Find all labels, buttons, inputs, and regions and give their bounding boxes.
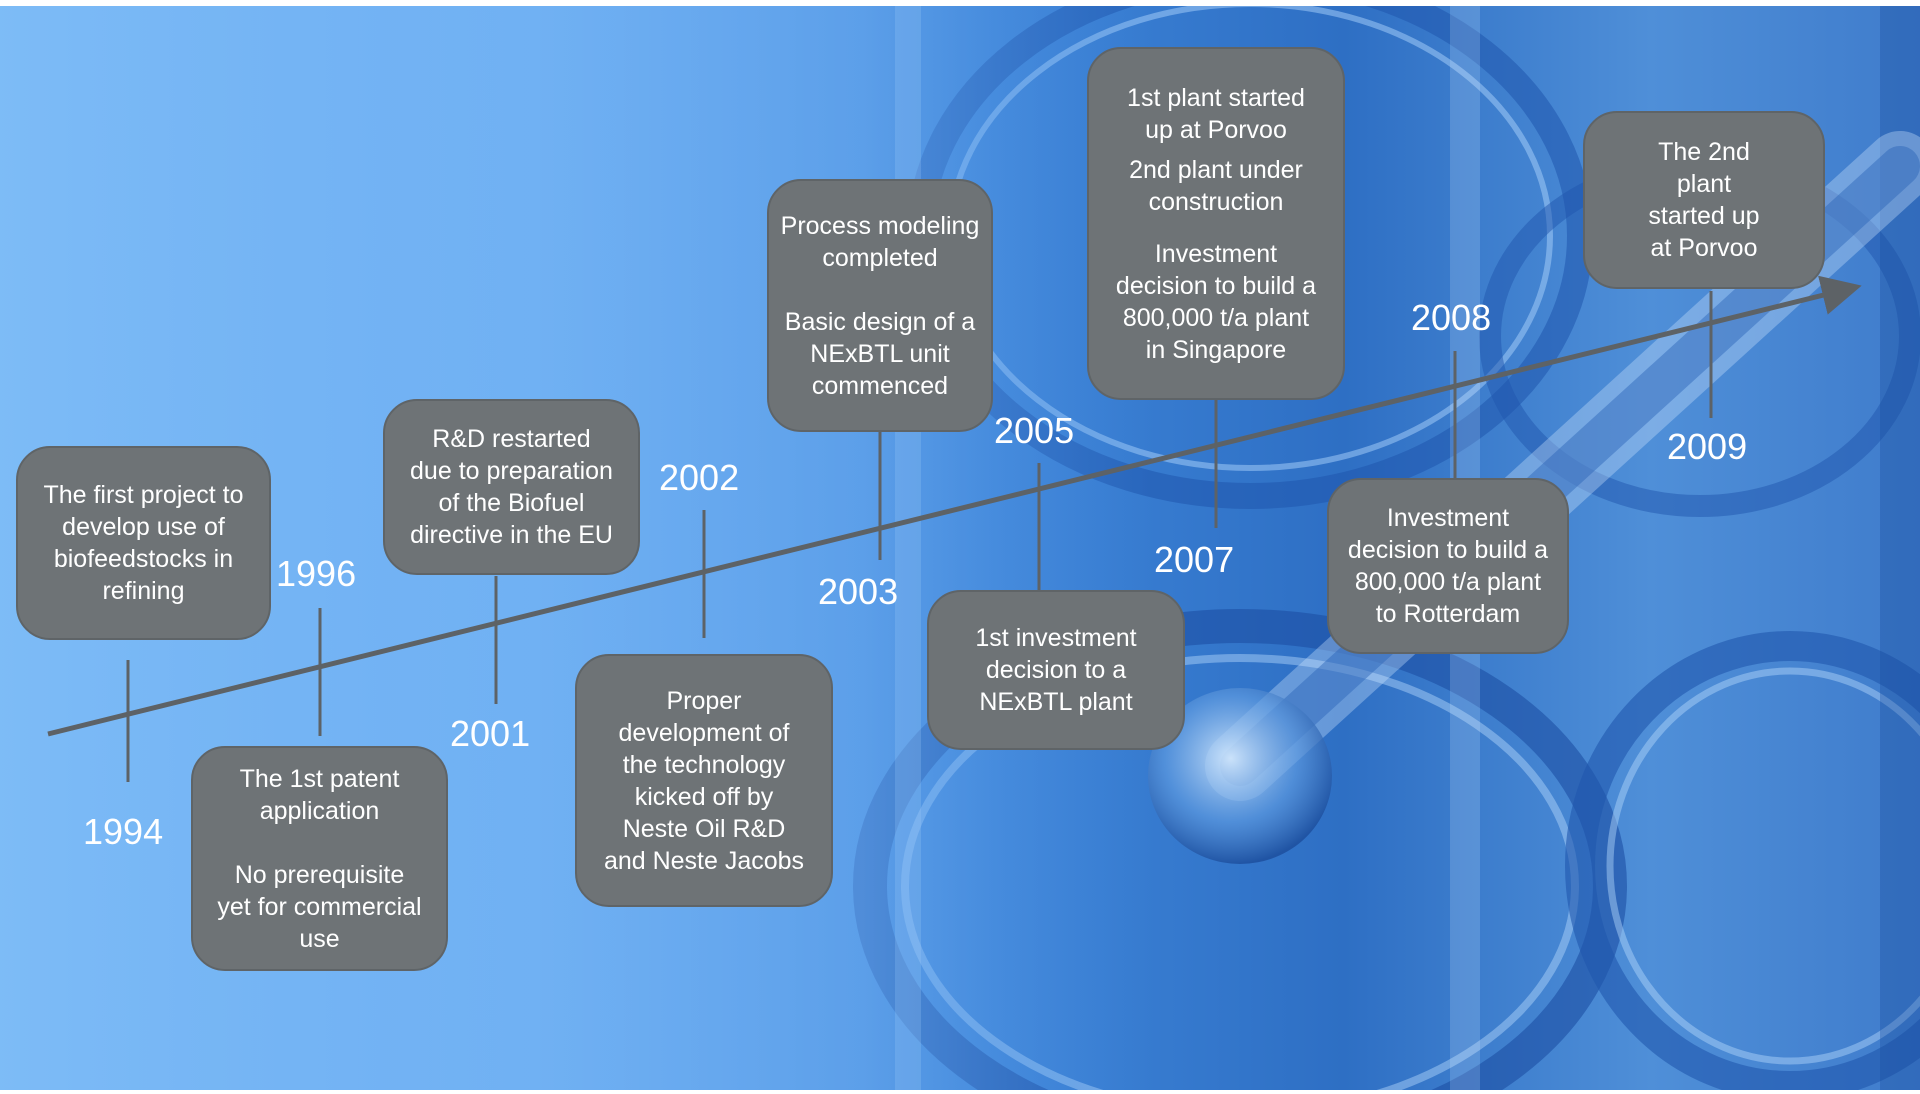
event-text: The 1st patent application — [239, 764, 400, 825]
timeline-arrow — [47, 275, 1862, 737]
event-text: R&D restarted due to preparation of the … — [410, 425, 613, 549]
event-box-2009: The 2nd plant started up at Porvoo — [1583, 111, 1825, 289]
event-box-1996: The 1st patent application No prerequisi… — [191, 746, 448, 971]
event-box-2001: R&D restarted due to preparation of the … — [383, 399, 640, 575]
event-text: 1st plant started up at Porvoo — [1127, 83, 1305, 144]
event-box-1994: The first project to develop use of biof… — [16, 446, 271, 640]
event-text: Basic design of a NExBTL unit commenced — [784, 307, 976, 400]
event-box-2008: Investment decision to build a 800,000 t… — [1327, 478, 1569, 654]
event-text: Process modeling completed — [780, 211, 980, 272]
year-label-2002: 2002 — [659, 457, 740, 498]
event-text: The first project to develop use of biof… — [43, 481, 244, 605]
event-box-2007: 1st plant started up at Porvoo 2nd plant… — [1087, 47, 1345, 400]
event-text: Investment decision to build a 800,000 t… — [1347, 504, 1549, 628]
year-label-2007: 2007 — [1154, 539, 1235, 580]
year-label-2009: 2009 — [1667, 426, 1748, 467]
event-text: The 2nd plant started up at Porvoo — [1648, 138, 1760, 262]
year-label-2005: 2005 — [994, 410, 1075, 451]
event-box-2002: Proper development of the technology kic… — [575, 654, 833, 907]
year-label-1994: 1994 — [83, 811, 164, 852]
event-box-2005: 1st investment decision to a NExBTL plan… — [927, 590, 1185, 750]
timeline-graphic — [47, 275, 1862, 782]
event-text: 1st investment decision to a NExBTL plan… — [975, 624, 1137, 716]
event-text: 2nd plant under construction — [1129, 155, 1303, 216]
event-text: Proper development of the technology kic… — [603, 686, 805, 875]
event-box-2003: Process modeling completed Basic design … — [767, 179, 993, 432]
year-label-2003: 2003 — [818, 571, 899, 612]
year-label-2008: 2008 — [1411, 297, 1492, 338]
timeline-slide: The first project to develop use of biof… — [0, 6, 1920, 1090]
event-text: Investment decision to build a 800,000 t… — [1115, 239, 1317, 364]
year-label-2001: 2001 — [450, 713, 531, 754]
event-text: No prerequisite yet for commercial use — [217, 860, 422, 953]
year-label-1996: 1996 — [276, 553, 357, 594]
